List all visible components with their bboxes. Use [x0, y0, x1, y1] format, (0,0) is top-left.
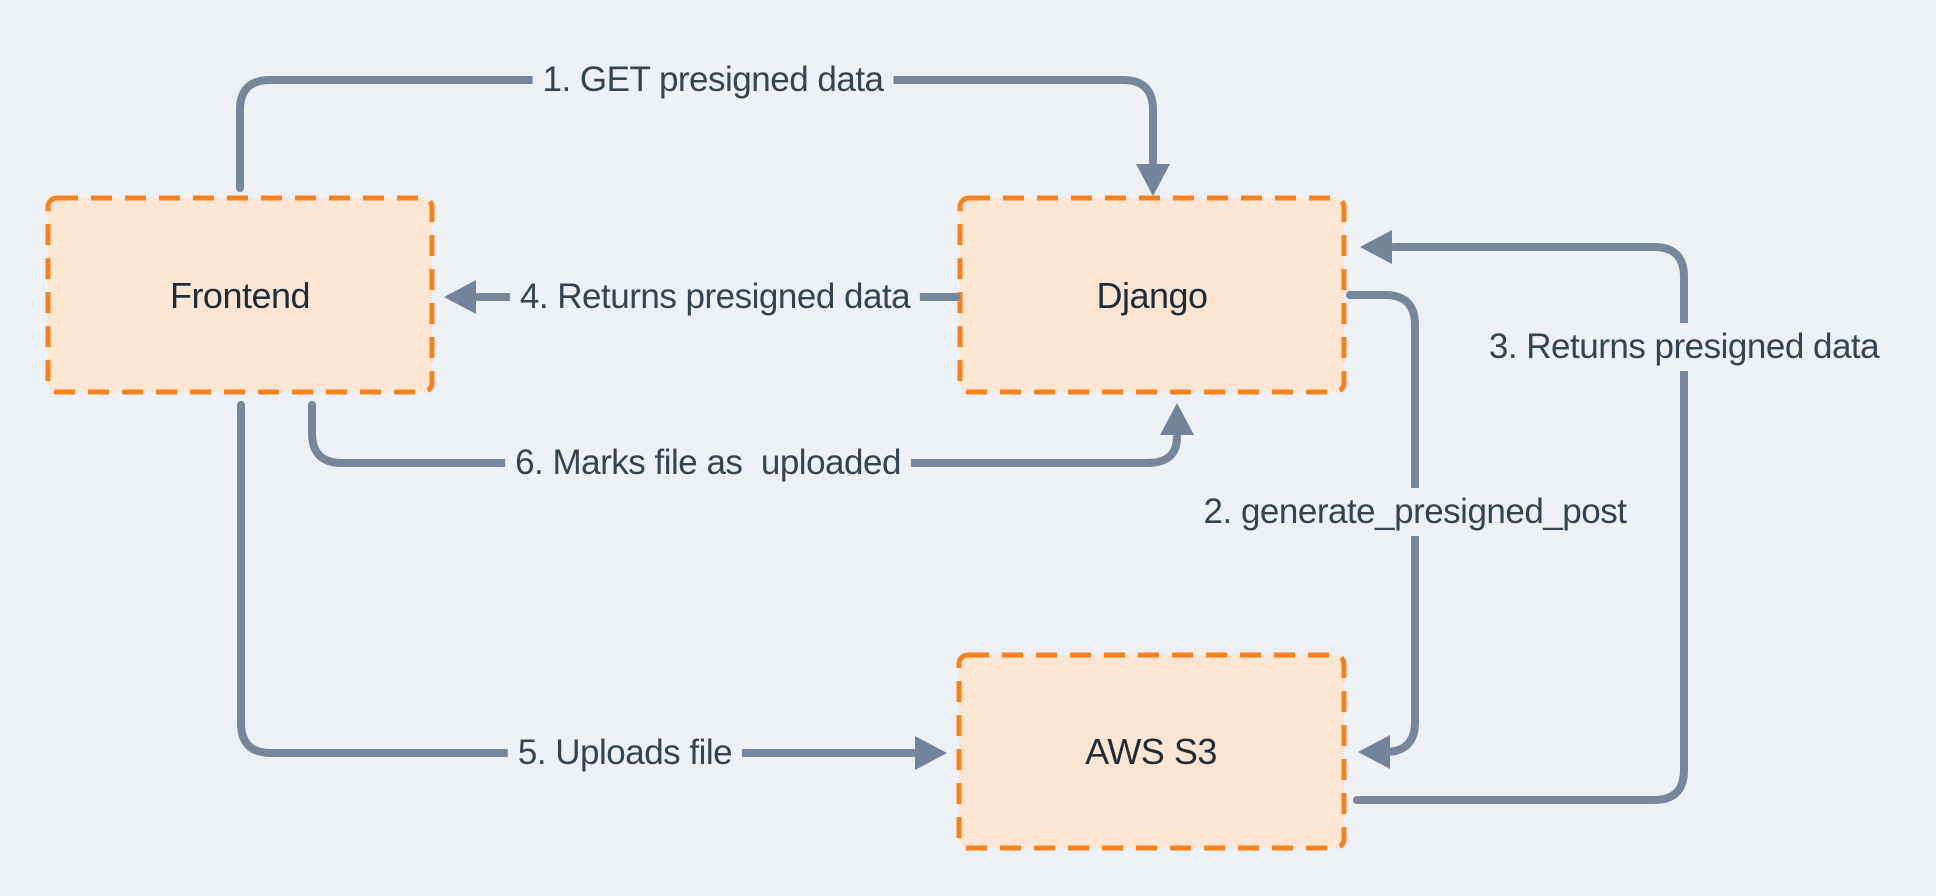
edge-1-label: 1. GET presigned data: [532, 56, 894, 104]
edge-6-label: 6. Marks file as uploaded: [505, 439, 911, 487]
edge-3-path: [1353, 243, 1688, 804]
edge-1-arrowhead-icon: [1136, 164, 1170, 196]
edge-3-arrowhead-icon: [1360, 230, 1392, 264]
edge-5-path: [237, 401, 917, 757]
edge-6-path: [308, 401, 1181, 467]
edge-3-label: 3. Returns presigned data: [1478, 323, 1890, 371]
frontend-node-label: Frontend: [169, 275, 311, 316]
django-node-label: Django: [1096, 275, 1208, 316]
edge-6-arrowhead-icon: [1160, 403, 1194, 435]
edge-5-arrowhead-icon: [915, 736, 947, 770]
edge-4-label: 4. Returns presigned data: [509, 273, 921, 321]
edge-2-path: [1346, 291, 1419, 756]
edge-2-arrowhead-icon: [1358, 735, 1390, 769]
aws-s3-node-label: AWS S3: [1085, 731, 1217, 772]
edge-5-label: 5. Uploads file: [507, 729, 743, 777]
frontend-node-box: [45, 195, 435, 395]
edge-4-arrowhead-icon: [444, 280, 476, 314]
edge-2-label: 2. generate_presigned_post: [1193, 488, 1637, 536]
aws-s3-node-box: [956, 652, 1347, 851]
django-node-box: [957, 195, 1347, 395]
